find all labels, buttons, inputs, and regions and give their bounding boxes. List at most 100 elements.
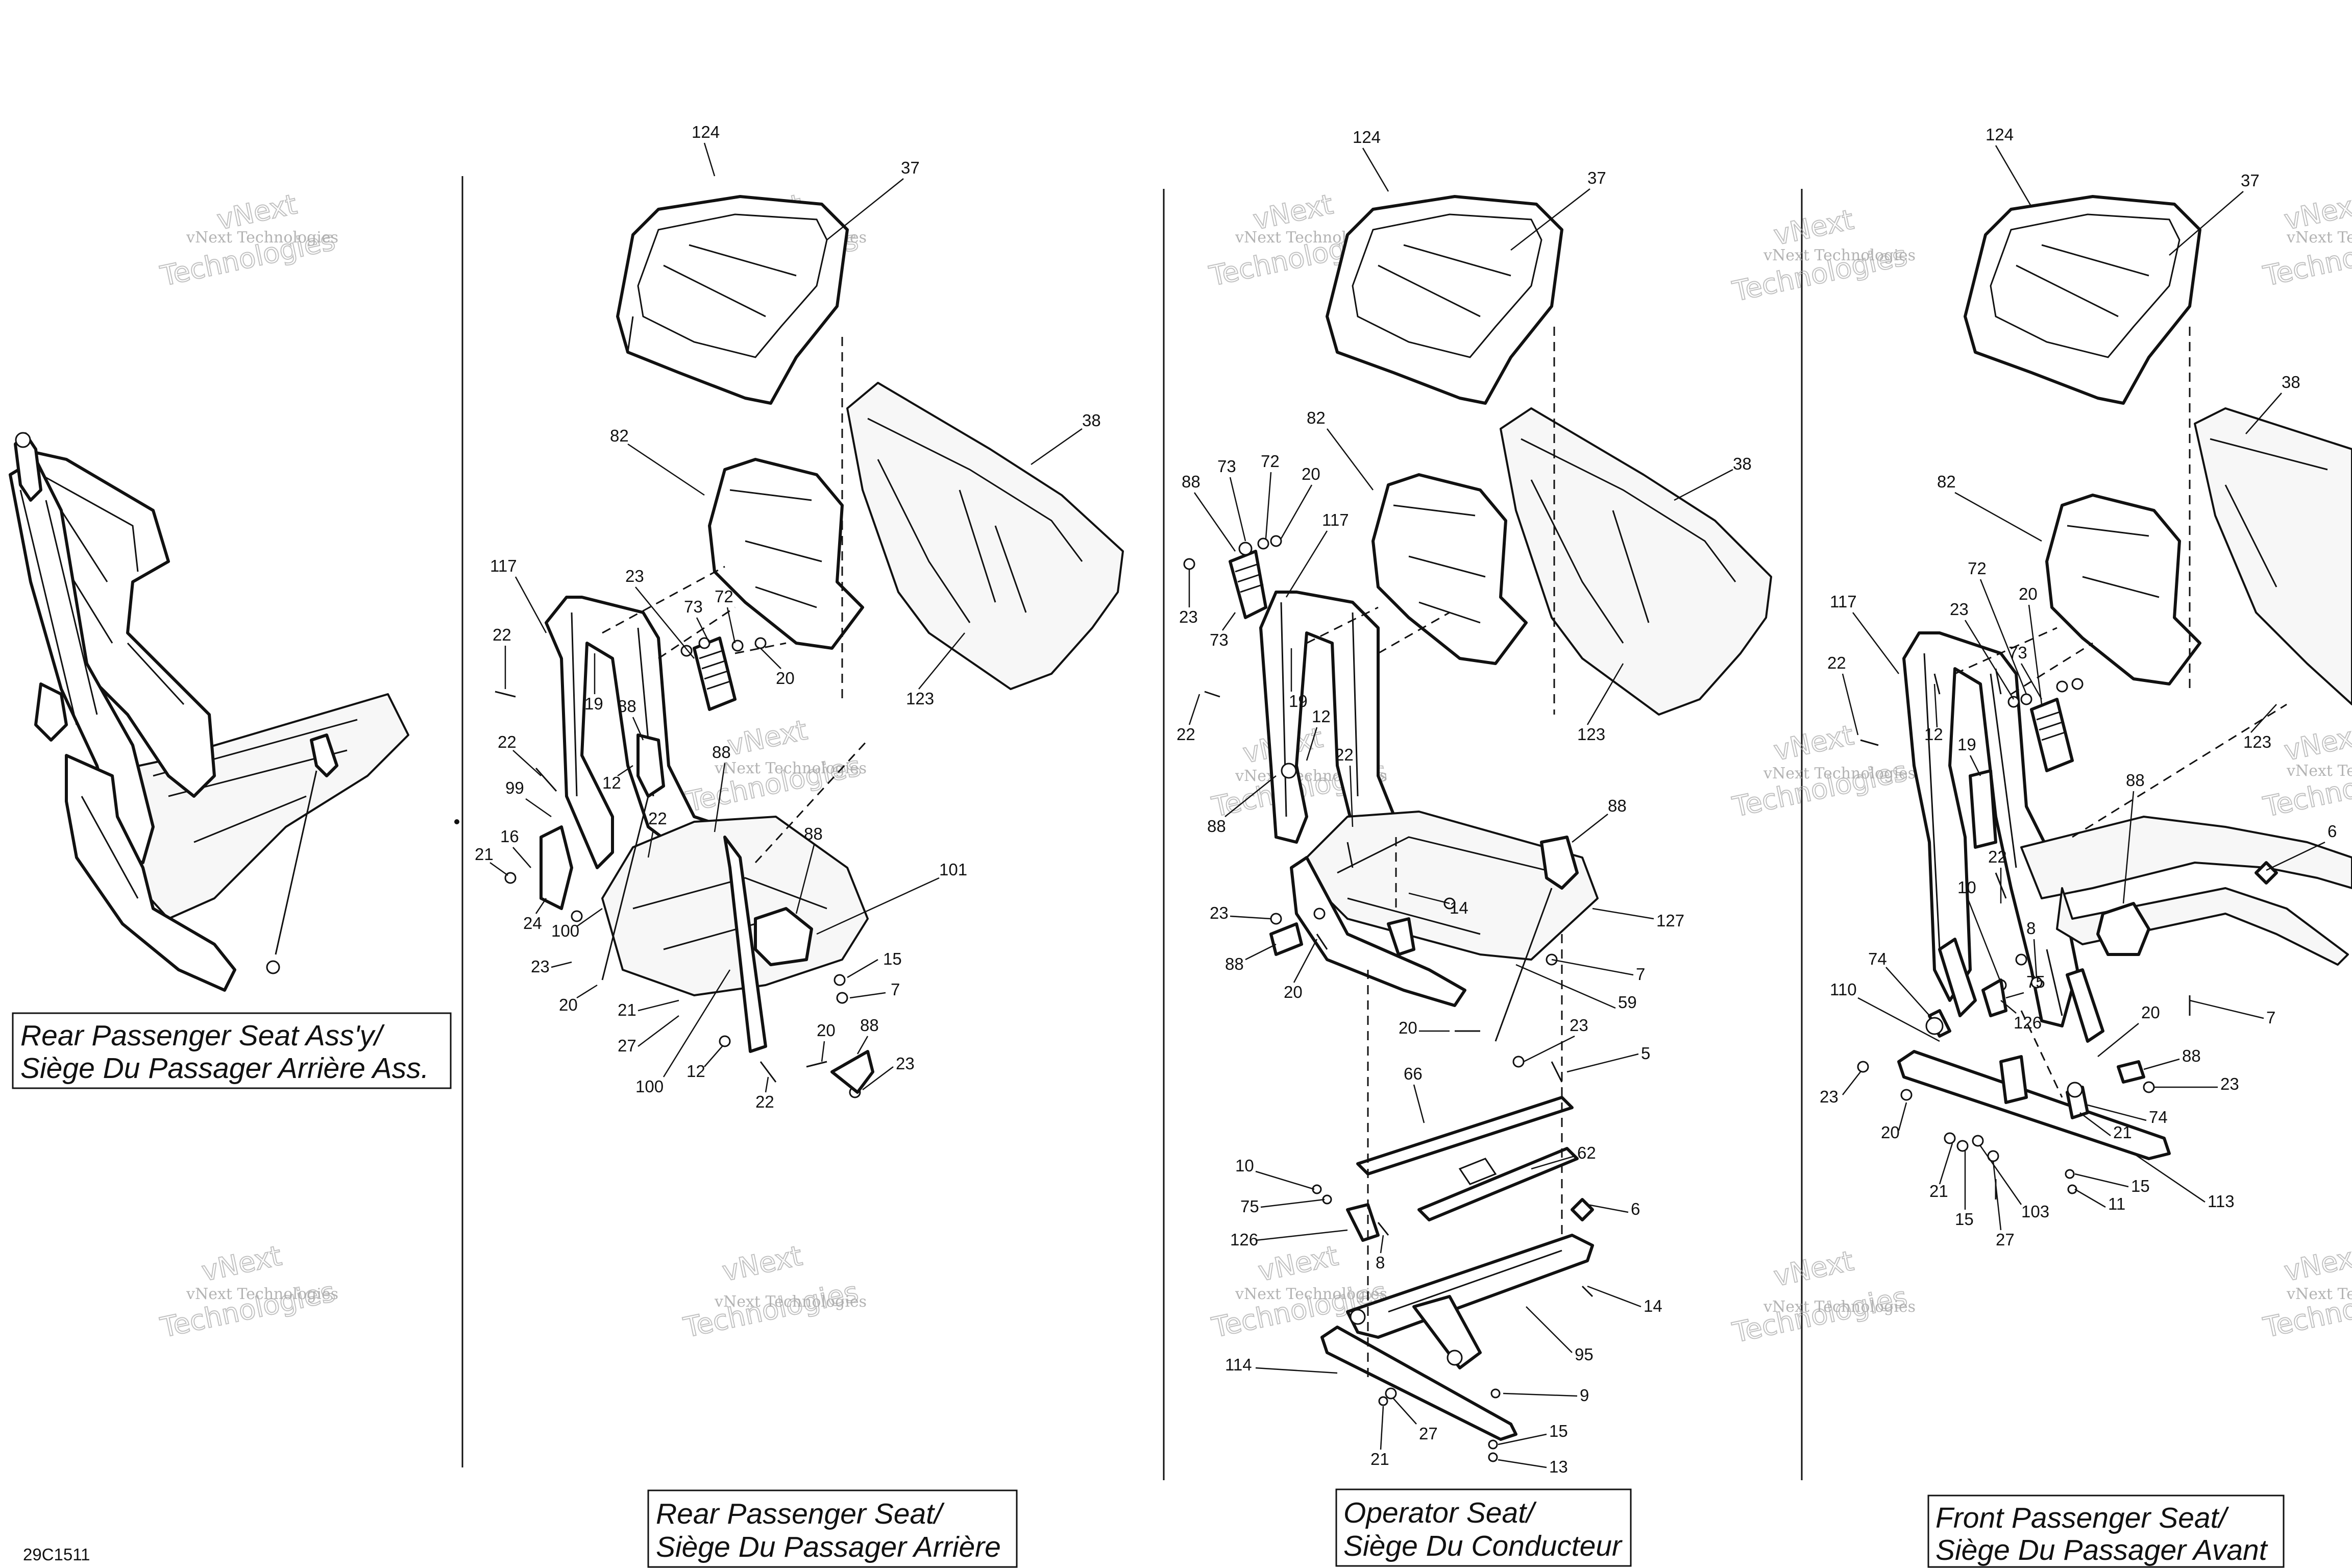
part-callout-23: 23: [2220, 1074, 2239, 1093]
part-callout-37: 37: [2241, 171, 2260, 190]
part-callout-117: 117: [1322, 510, 1349, 529]
callout-leader-line: [1498, 1459, 1547, 1468]
callout-leader-line: [1349, 765, 1354, 827]
callout-leader-line: [1587, 1204, 1629, 1213]
callout-leader-line: [2033, 939, 2038, 978]
callout-leader-line: [551, 961, 572, 968]
callout-leader-line: [1995, 145, 2032, 207]
callout-leader-line: [638, 999, 679, 1012]
callout-leader-line: [696, 617, 710, 644]
part-callout-124: 124: [1986, 125, 2014, 144]
part-callout-23: 23: [1950, 600, 1969, 619]
part-callout-7: 7: [2266, 1008, 2275, 1027]
callout-leader-line: [1503, 1392, 1578, 1397]
part-callout-23: 23: [1570, 1016, 1588, 1035]
part-callout-23: 23: [1210, 903, 1229, 922]
svg-text:vNext Technologies: vNext Technologies: [1763, 765, 1916, 782]
part-callout-117: 117: [490, 556, 517, 575]
part-callout-73: 73: [1217, 457, 1236, 476]
part-callout-73: 73: [1210, 630, 1229, 649]
part-callout-82: 82: [1937, 472, 1956, 491]
part-callout-20: 20: [559, 995, 578, 1014]
callout-leader-line: [1939, 1143, 1953, 1185]
callout-leader-line: [765, 1076, 769, 1093]
part-callout-88: 88: [2126, 771, 2145, 790]
callout-leader-line: [1031, 428, 1083, 465]
svg-text:vNext Technologies: vNext Technologies: [714, 1293, 867, 1311]
part-callout-59: 59: [1618, 993, 1637, 1012]
svg-text:Siège Du Passager Avant: Siège Du Passager Avant: [1935, 1534, 2268, 1566]
callout-leader-line: [647, 829, 654, 858]
part-callout-100: 100: [551, 921, 579, 940]
part-callout-19: 19: [584, 694, 603, 713]
callout-leader-line: [1221, 612, 1236, 631]
callout-leader-line: [2143, 1058, 2180, 1070]
callout-leader-line: [726, 607, 736, 644]
svg-text:vNext Technologies: vNext Technologies: [1763, 247, 1916, 264]
part-callout-75: 75: [1240, 1197, 1259, 1216]
part-callout-12: 12: [602, 773, 621, 792]
callout-leader-line: [703, 142, 716, 177]
callout-leader-line: [1510, 188, 1590, 251]
watermark: vNext Technologies vNext Technologies: [683, 713, 867, 819]
part-callout-73: 73: [2008, 643, 2027, 662]
part-callout-8: 8: [2026, 919, 2036, 938]
part-callout-14: 14: [1450, 898, 1468, 917]
part-callout-22: 22: [498, 732, 517, 751]
callout-leader-line: [576, 984, 598, 999]
svg-text:vNext Technologies: vNext Technologies: [1235, 1285, 1387, 1303]
part-callout-88: 88: [618, 697, 636, 716]
svg-text:Siège Du Conducteur: Siège Du Conducteur: [1343, 1530, 1623, 1562]
svg-text:Operator Seat/: Operator Seat/: [1343, 1497, 1537, 1529]
callout-leader-line: [760, 648, 781, 669]
callout-leader-line: [849, 992, 886, 999]
part-callout-38: 38: [2282, 373, 2300, 391]
part-callout-23: 23: [1820, 1087, 1839, 1106]
callout-leader-line: [1992, 1161, 2002, 1231]
part-callout-19: 19: [1289, 692, 1308, 710]
watermark: vNext Technologies vNext Technologies: [2260, 187, 2352, 293]
part-callout-16: 16: [500, 827, 519, 846]
callout-leader-line: [1587, 1285, 1641, 1308]
callout-leader-line: [1285, 530, 1328, 598]
callout-leader-line: [512, 847, 531, 868]
callout-leader-line: [821, 1041, 825, 1062]
part-callout-23: 23: [1179, 607, 1198, 626]
part-callout-113: 113: [2208, 1192, 2235, 1211]
part-callout-124: 124: [692, 122, 720, 141]
callout-leader-line: [1885, 967, 1932, 1019]
callout-leader-line: [1967, 898, 2002, 983]
callout-leader-line: [2097, 1023, 2139, 1057]
part-callout-5: 5: [1641, 1044, 1650, 1063]
part-callout-27: 27: [1419, 1424, 1438, 1443]
callout-leader-line: [704, 1046, 723, 1067]
callout-leader-line: [525, 798, 552, 818]
callout-leader-line: [1293, 939, 1318, 983]
part-callout-99: 99: [505, 778, 524, 797]
part-callout-66: 66: [1404, 1064, 1423, 1083]
callout-leader-line: [2074, 1173, 2129, 1188]
part-callout-22: 22: [1177, 725, 1195, 744]
callout-leader-line: [2028, 604, 2043, 705]
part-callout-20: 20: [1399, 1018, 1417, 1037]
callout-leader-line: [1523, 1035, 1575, 1063]
svg-text:vNext: vNext: [2282, 1239, 2352, 1287]
part-callout-7: 7: [1636, 965, 1645, 984]
callout-leader-line: [1852, 612, 1899, 674]
drawing-code: 29C1511: [23, 1545, 90, 1564]
part-callout-15: 15: [1549, 1422, 1568, 1440]
part-callout-38: 38: [1733, 454, 1752, 473]
part-callout-19: 19: [1957, 735, 1976, 754]
part-callout-12: 12: [1924, 725, 1943, 744]
watermark: vNext Technologies vNext Technologies: [157, 1239, 338, 1344]
callout-leader-line: [617, 765, 633, 777]
callout-leader-line: [1380, 1406, 1384, 1450]
callout-leader-line: [576, 908, 603, 927]
part-callout-27: 27: [1996, 1230, 2015, 1249]
watermark: vNext Technologies vNext Technologies: [1729, 1244, 1916, 1350]
callout-leader-line: [2266, 841, 2325, 871]
callout-leader-line: [1498, 1433, 1547, 1446]
callout-leader-line: [632, 717, 644, 741]
part-callout-15: 15: [1955, 1210, 1974, 1229]
